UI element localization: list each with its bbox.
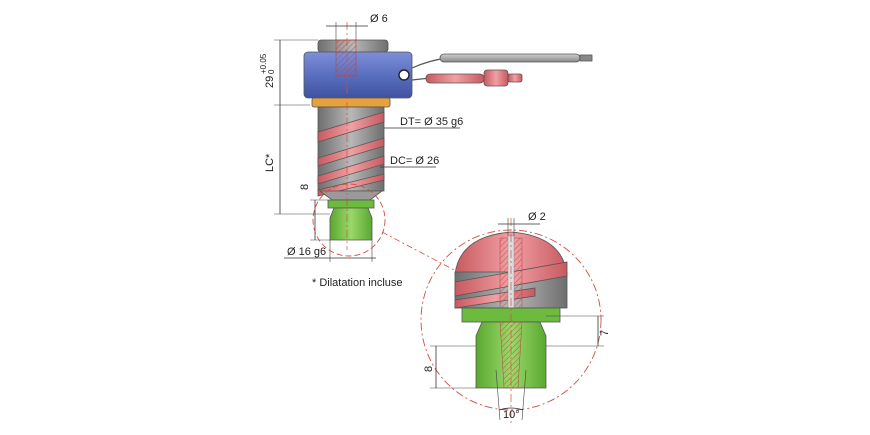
note-label: * Dilatation incluse [312, 277, 403, 289]
detail-eight-label: 8 [423, 366, 435, 372]
detail-seven-label: 7 [599, 330, 611, 336]
eight-main-label: 8 [299, 184, 311, 190]
heater-coil [317, 111, 385, 197]
orange-ring [311, 97, 391, 108]
heater-body [303, 51, 413, 99]
power-cable [425, 73, 485, 84]
height-label: 29 [264, 76, 276, 88]
detail-tip-bore [499, 321, 523, 389]
dt-label: DT= Ø 35 g6 [400, 116, 463, 128]
tolerance-upper-label: +0.05 [259, 53, 268, 74]
tip-collar [327, 199, 375, 209]
tolerance-lower-label: 0 [267, 69, 276, 74]
nozzle-diameter-label: Ø 16 g6 [287, 246, 326, 258]
detail-marker-circle [312, 183, 386, 257]
top-hole-section [335, 39, 357, 77]
lc-label: LC* [264, 153, 276, 172]
detail-diameter-label: Ø 2 [528, 211, 546, 223]
dimensions-main: Ø 6 29 +0.05 0 LC* 8 DT= Ø 35 g6 DC= Ø 2… [259, 13, 463, 289]
hole-diameter-label: Ø 6 [370, 13, 388, 25]
detail-view: Ø 2 7 8 10° [420, 211, 611, 424]
detail-leader-line [381, 231, 459, 273]
thermocouple-cable [439, 53, 581, 63]
cables [411, 53, 593, 87]
nozzle-main-view [303, 22, 413, 250]
detail-angle-label: 10° [503, 409, 520, 421]
dc-label: DC= Ø 26 [390, 155, 439, 167]
connector-icon [398, 69, 410, 81]
green-tip [329, 207, 373, 241]
